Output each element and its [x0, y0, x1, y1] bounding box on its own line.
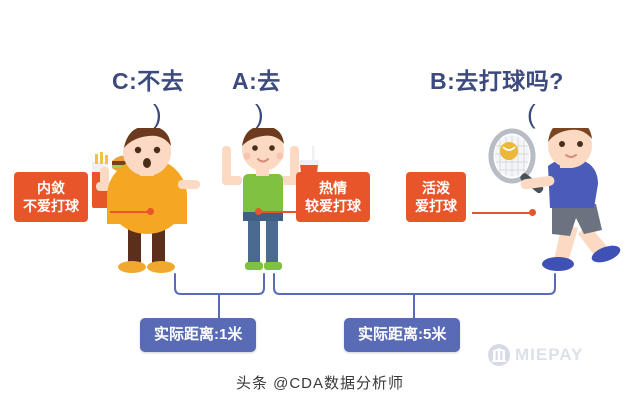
persona-title-c: C:不去	[112, 68, 185, 94]
footer-credit: 头条 @CDA数据分析师	[235, 375, 405, 392]
watermark-text: MIEPAY	[515, 345, 584, 364]
trait-line-1: 活泼	[422, 180, 450, 196]
watermark: MIEPAY	[488, 344, 583, 366]
trait-line-1: 热情	[319, 180, 347, 196]
connector-dot-a	[255, 208, 262, 215]
connector-dot-b	[529, 209, 536, 216]
speech-mark-b: (	[527, 99, 536, 129]
distance-box-2: 实际距离:5米	[344, 318, 461, 352]
bank-icon	[488, 344, 510, 366]
tennis-racket-prop	[488, 128, 544, 194]
speech-mark-c: )	[153, 99, 162, 129]
connector-dot-c	[147, 208, 154, 215]
trait-line-2: 不爱打球	[23, 198, 79, 214]
character-illustrations	[92, 128, 621, 273]
trait-line-2: 较爱打球	[305, 198, 361, 214]
connector-line-c	[110, 211, 150, 213]
trait-line-1: 内敛	[37, 180, 65, 196]
trait-line-2: 爱打球	[415, 198, 457, 214]
trait-callout-a: 热情 较爱打球	[296, 172, 370, 222]
trait-callout-c: 内敛 不爱打球	[14, 172, 88, 222]
connector-line-a	[258, 211, 298, 213]
connector-line-b	[472, 212, 534, 214]
persona-title-a: A:去	[232, 68, 281, 94]
speech-mark-a: )	[255, 99, 264, 129]
distance-box-1: 实际距离:1米	[140, 318, 257, 352]
trait-callout-b: 活泼 爱打球	[406, 172, 466, 222]
distance-brackets	[174, 273, 556, 319]
persona-title-b: B:去打球吗?	[430, 68, 564, 94]
